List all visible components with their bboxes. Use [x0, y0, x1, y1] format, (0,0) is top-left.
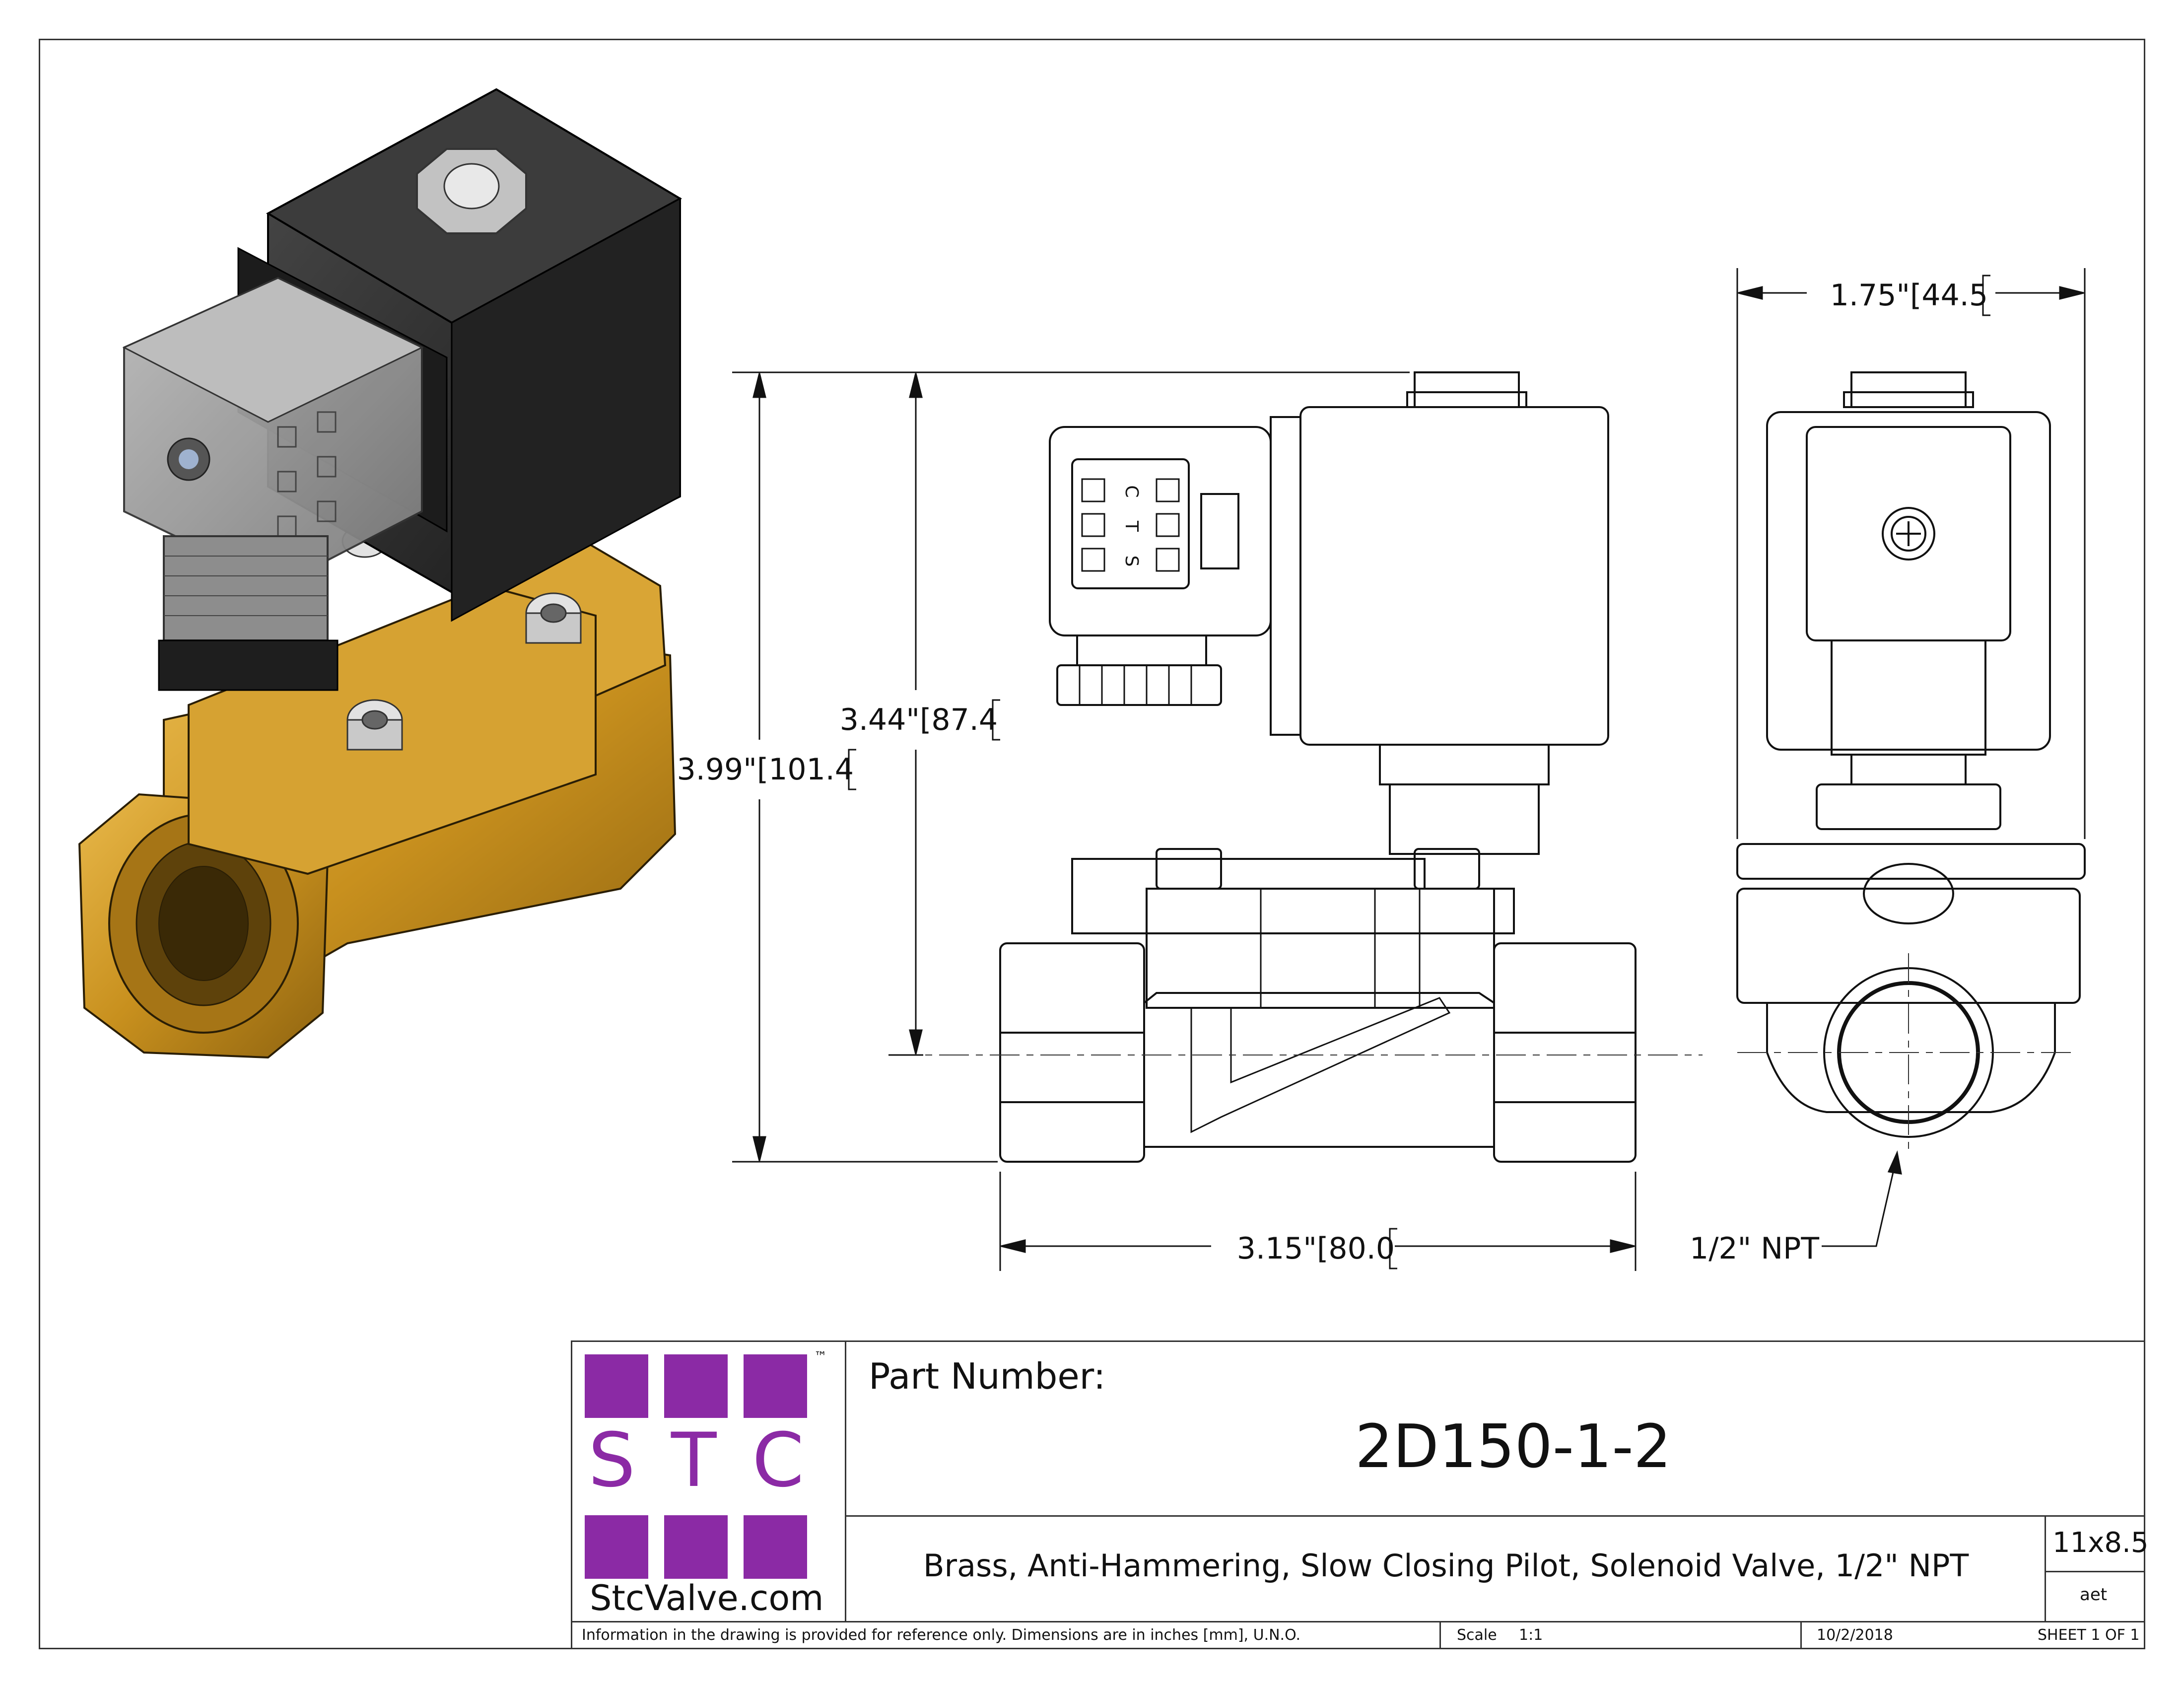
trademark-symbol: ™: [814, 1349, 827, 1364]
drawn-by: aet: [2080, 1585, 2108, 1605]
part-number: 2D150-1-2: [1355, 1412, 1672, 1481]
front-view: [999, 371, 1637, 1163]
overall-height-dimension: 3.99"[101.4: [677, 752, 854, 787]
scale-value: 1:1: [1519, 1626, 1543, 1644]
logo-letters: S T C: [588, 1417, 810, 1504]
sheet-number: SHEET 1 OF 1: [2038, 1626, 2140, 1644]
scale-cell: [1439, 1621, 1802, 1649]
width-dimension: 1.75"[44.5: [1830, 278, 1988, 313]
date: 10/2/2018: [1817, 1626, 1893, 1644]
stc-logo: [585, 1354, 807, 1579]
dimension-text: 3.99"[101.4 3.44"[87.4 3.15"[80.0 1.75"[…: [677, 275, 1990, 1269]
connector-letter-c: C: [1121, 485, 1142, 497]
connector-letter-t: T: [1121, 520, 1142, 532]
connector-letter-s: S: [1121, 556, 1142, 567]
scale-label: Scale: [1457, 1626, 1497, 1644]
center-height-dimension: 3.44"[87.4: [840, 703, 998, 737]
sheet-size: 11x8.5: [2052, 1527, 2149, 1559]
website-link[interactable]: StcValve.com: [590, 1578, 824, 1618]
footer-strip: [571, 1621, 2145, 1649]
description: Brass, Anti-Hammering, Slow Closing Pilo…: [923, 1547, 1969, 1584]
side-view: [1736, 371, 2086, 1138]
length-dimension: 3.15"[80.0: [1237, 1231, 1395, 1266]
isometric-view: [78, 88, 682, 1059]
center-lines: [888, 953, 2075, 1152]
part-number-label: Part Number:: [869, 1355, 1106, 1397]
connector-letters: C T S: [1121, 485, 1142, 566]
disclaimer: Information in the drawing is provided f…: [582, 1626, 1301, 1644]
port-size-label: 1/2" NPT: [1690, 1231, 1819, 1266]
dimension-lines: [732, 268, 2086, 1271]
